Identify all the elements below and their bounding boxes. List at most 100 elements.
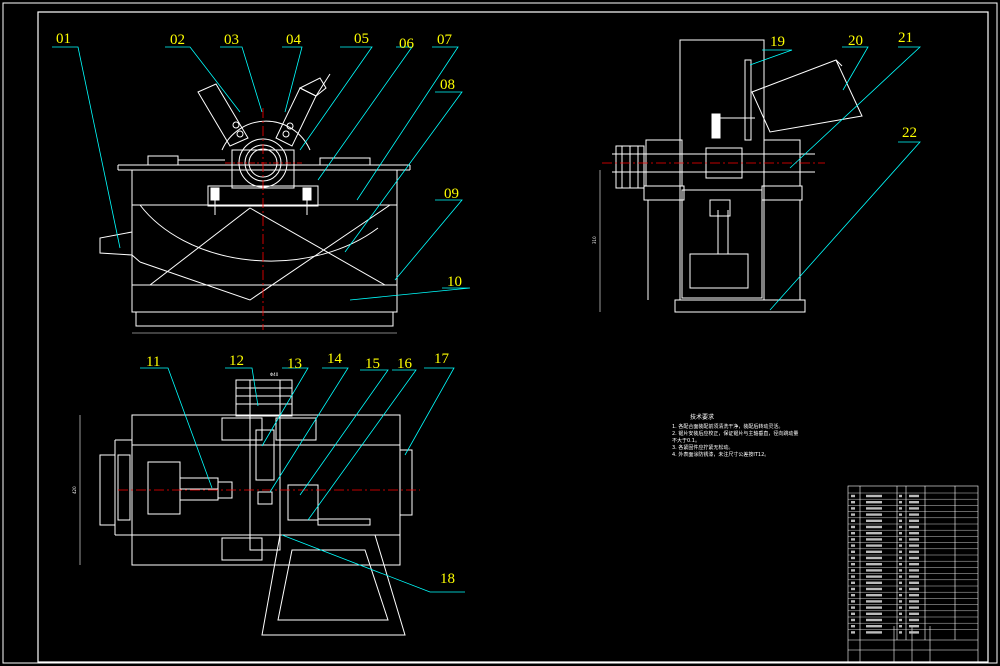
label-06: 06 [399,36,415,52]
label-04: 04 [286,32,302,48]
parts-list-cell-mark [899,600,902,603]
parts-list-cell-mark [899,575,902,578]
front-view [99,73,411,327]
parts-list-cell-mark [909,625,919,628]
label-09: 09 [444,186,459,202]
label-21: 21 [898,30,913,46]
label-22: 22 [902,125,917,141]
parts-list-cell-mark [851,544,855,547]
label-05: 05 [354,31,369,47]
notes-line-5: 4. 外表面涂防锈漆，未注尺寸公差按IT12。 [672,451,769,458]
parts-list-cell-mark [851,513,855,516]
parts-list-cell-mark [866,501,882,504]
parts-list-cell-mark [909,525,919,529]
label-01: 01 [56,31,71,47]
parts-list-cell-mark [909,587,919,591]
parts-list-cell-mark [851,507,855,510]
parts-list-cell-mark [851,606,855,609]
parts-list-cell-mark [866,618,882,622]
parts-list-cell-mark [909,618,919,622]
parts-list-cell-mark [866,606,882,609]
parts-list-cell-mark [899,538,902,541]
parts-list-cell-mark [851,501,855,504]
label-14: 14 [327,351,343,367]
parts-list-cell-mark [851,556,855,560]
shaft-dimension: Φ40 [270,372,279,377]
side-height-dimension: 310 [592,236,597,244]
parts-list-cell-mark [899,612,902,615]
parts-list-cell-mark [866,519,882,522]
title-block [847,485,979,663]
parts-list-cell-mark [909,556,919,560]
label-07: 07 [437,32,453,48]
parts-list-cell-mark [899,631,902,634]
parts-list-cell-mark [851,625,855,628]
parts-list-cell-mark [909,494,919,498]
label-20: 20 [848,33,863,49]
parts-list-cell-mark [909,519,919,522]
label-13: 13 [287,356,302,372]
parts-list-cell-mark [851,631,855,634]
plan-depth-dimension: 420 [72,486,77,494]
label-03: 03 [224,32,239,48]
parts-list-cell-mark [851,587,855,591]
parts-list-cell-mark [899,507,902,510]
parts-list-cell-mark [851,525,855,529]
parts-list-cell-mark [909,532,919,535]
parts-list-cell-mark [851,563,855,566]
parts-list-cell-mark [866,507,882,510]
parts-list-cell-mark [866,587,882,591]
parts-list-cell-mark [899,606,902,609]
parts-list-cell-mark [899,625,902,628]
parts-list-cell-mark [851,532,855,535]
parts-list-cell-mark [909,594,919,597]
parts-list-cell-mark [851,600,855,603]
parts-list-cell-mark [899,569,902,572]
parts-list-cell-mark [866,563,882,566]
parts-list-cell-mark [866,631,882,634]
parts-list-cell-mark [909,507,919,510]
parts-list-cell-mark [909,563,919,566]
parts-list-cell-mark [866,612,882,615]
inner-border [37,11,989,663]
parts-list-cell-mark [909,600,919,603]
parts-list-cell-mark [851,612,855,615]
parts-list-cell-mark [851,519,855,522]
parts-list-cell-mark [899,594,902,597]
parts-list-cell-mark [866,513,882,516]
parts-list-cell-mark [909,631,919,634]
parts-list-cell-mark [851,494,855,498]
label-08: 08 [440,77,455,93]
label-02: 02 [170,32,185,48]
parts-list-cell-mark [866,494,882,498]
parts-list-cell-mark [899,494,902,498]
parts-list-cell-mark [909,501,919,504]
parts-list-cell-mark [899,532,902,535]
parts-list-cell-mark [899,556,902,560]
parts-list-cell-mark [899,550,902,553]
parts-list-cell-mark [909,513,919,516]
parts-list-cell-mark [909,606,919,609]
parts-list-cell-mark [909,575,919,578]
label-11: 11 [146,354,160,370]
parts-list-cell-mark [899,563,902,566]
technical-notes: 技术要求 1. 各配合面装配前须清洗干净，装配后转动灵活。 2. 锯片安装后应校… [672,413,798,458]
parts-list-cell-mark [899,519,902,522]
parts-list-cell-mark [851,594,855,597]
part-labels: 01 02 03 04 05 06 07 08 09 10 11 12 13 1… [56,30,917,587]
parts-list-cell-mark [851,538,855,541]
parts-list-cell-mark [899,544,902,547]
parts-list-cell-mark [851,618,855,622]
parts-list-cell-mark [899,501,902,504]
side-view [612,39,863,313]
parts-list-cell-mark [866,532,882,535]
parts-list-cell-mark [909,550,919,553]
notes-line-2: 2. 锯片安装后应校正，保证锯片与主轴垂直，径向跳动量 [672,430,798,437]
label-10: 10 [447,274,462,290]
parts-list-cell-mark [909,538,919,541]
parts-list-cell-mark [851,581,855,584]
parts-list-cell-mark [866,544,882,547]
notes-line-3: 不大于0.1。 [672,437,700,444]
parts-list-cell-mark [909,544,919,547]
